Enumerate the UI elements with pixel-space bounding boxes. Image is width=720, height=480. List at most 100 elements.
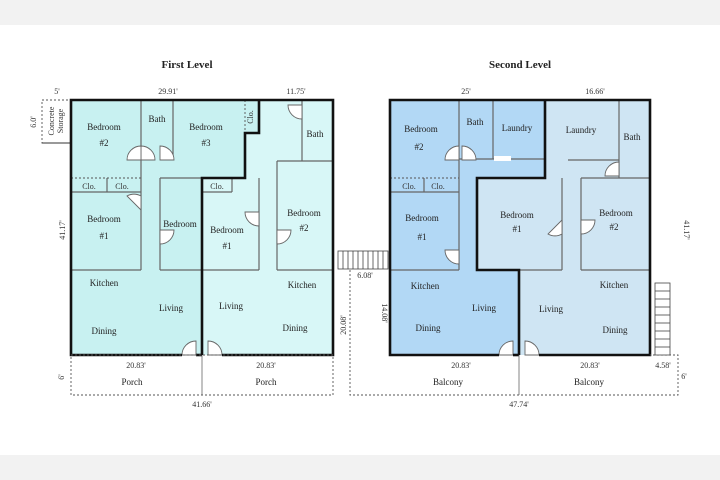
door[interactable] — [444, 145, 460, 161]
room-label: Clo. — [431, 182, 445, 191]
door[interactable] — [159, 229, 175, 245]
room-label: #1 — [513, 224, 522, 234]
room-label: Bedroom — [404, 124, 438, 134]
first-level-title: First Level — [161, 59, 212, 71]
dimension: 41.17' — [58, 220, 67, 240]
door[interactable] — [580, 219, 596, 235]
dimension: 5' — [54, 87, 60, 96]
room-label: #2 — [100, 138, 109, 148]
room-label: Bedroom — [87, 122, 121, 132]
room-label: Bedroom — [405, 213, 439, 223]
dimension: 25' — [461, 87, 471, 96]
door[interactable] — [126, 193, 142, 212]
room-label: Kitchen — [600, 280, 629, 290]
room-label: Balcony — [574, 377, 604, 387]
room-label: Clo. — [115, 182, 129, 191]
second-interior-walls — [390, 100, 650, 271]
room-label: Dining — [415, 323, 441, 333]
room-label: Laundry — [566, 125, 597, 135]
second-level: Second Level — [339, 59, 691, 409]
door[interactable] — [604, 161, 620, 177]
dimension: 20.83' — [256, 361, 276, 370]
second-dimensions: 25' 16.66' 41.17' 6.08' 20.08' 14.08' 20… — [339, 87, 691, 409]
dimension: 6.0' — [29, 116, 38, 128]
second-level-title: Second Level — [489, 59, 551, 71]
first-left-unit — [71, 100, 259, 355]
room-label: #2 — [610, 222, 619, 232]
room-label: Bath — [149, 114, 166, 124]
room-label: Bedroom — [87, 214, 121, 224]
dimension: 20.83' — [126, 361, 146, 370]
dimension: 20.08' — [339, 315, 348, 335]
room-label: #2 — [300, 223, 309, 233]
dimension: 6.08' — [357, 271, 373, 280]
dimension: 14.08' — [380, 303, 389, 323]
door[interactable] — [461, 145, 477, 161]
storage-label-1: Concrete — [47, 106, 56, 135]
balcony — [349, 270, 679, 396]
dimension: 41.66' — [192, 400, 212, 409]
room-label: Laundry — [502, 123, 533, 133]
stairs-right — [654, 282, 671, 356]
entry-door-right[interactable] — [207, 340, 223, 356]
room-label: Dining — [91, 326, 117, 336]
room-label: #2 — [415, 142, 424, 152]
room-label: Living — [219, 301, 243, 311]
room-label: Balcony — [433, 377, 463, 387]
storage-label-2: Storage — [56, 108, 65, 133]
room-label: Bath — [467, 117, 484, 127]
dimension: 6' — [681, 372, 687, 381]
room-label: Dining — [602, 325, 628, 335]
room-label: #1 — [418, 232, 427, 242]
room-label: Dining — [282, 323, 308, 333]
room-label: Bedroom — [163, 219, 197, 229]
first-right-unit — [202, 100, 333, 355]
door[interactable] — [126, 145, 142, 161]
room-label: Bedroom — [210, 225, 244, 235]
dimension: 16.66' — [585, 87, 605, 96]
dimension: 29.91' — [158, 87, 178, 96]
room-label: Bedroom — [599, 208, 633, 218]
room-label: Bath — [307, 129, 324, 139]
room-label: #3 — [202, 138, 212, 148]
room-label: Clo. — [246, 110, 255, 124]
room-label: Bedroom — [287, 208, 321, 218]
dimension: 6' — [57, 374, 66, 380]
room-label: Living — [539, 304, 563, 314]
dimension: 11.75' — [286, 87, 306, 96]
room-label: Porch — [122, 377, 143, 387]
second-left-unit — [390, 100, 545, 355]
door[interactable] — [159, 145, 175, 161]
entry-door-left[interactable] — [498, 340, 514, 356]
door[interactable] — [547, 218, 563, 237]
first-dimensions: 5' 29.91' 11.75' 6.0' 41.17' 20.83' 20.8… — [29, 87, 306, 409]
second-room-labels: Bedroom #2 Bath Laundry Clo. Clo. Bedroo… — [402, 117, 641, 387]
room-label: Bedroom — [500, 210, 534, 220]
room-label: Bedroom — [189, 122, 223, 132]
room-label: Kitchen — [411, 281, 440, 291]
dimension: 47.74' — [509, 400, 529, 409]
door[interactable] — [244, 211, 260, 227]
first-room-labels: Bedroom #2 Bath Bedroom #3 Clo. Clo. Clo… — [82, 110, 324, 387]
door[interactable] — [276, 229, 292, 245]
room-label: Kitchen — [90, 278, 119, 288]
room-label: Clo. — [402, 182, 416, 191]
door[interactable] — [444, 249, 460, 265]
room-label: Bath — [624, 132, 641, 142]
room-label: Kitchen — [288, 280, 317, 290]
room-label: Porch — [256, 377, 277, 387]
dimension: 20.83' — [451, 361, 471, 370]
dimension: 4.58' — [655, 361, 671, 370]
room-label: #1 — [223, 241, 232, 251]
entry-door-left[interactable] — [181, 340, 197, 356]
dimension: 41.17' — [682, 220, 691, 240]
room-label: Clo. — [210, 182, 224, 191]
dimension: 20.83' — [580, 361, 600, 370]
room-label: Living — [472, 303, 496, 313]
room-label: #1 — [100, 231, 109, 241]
room-label: Living — [159, 303, 183, 313]
first-level: First Level Concrete Storage — [29, 59, 335, 409]
room-label: Clo. — [82, 182, 96, 191]
door[interactable] — [287, 104, 303, 120]
